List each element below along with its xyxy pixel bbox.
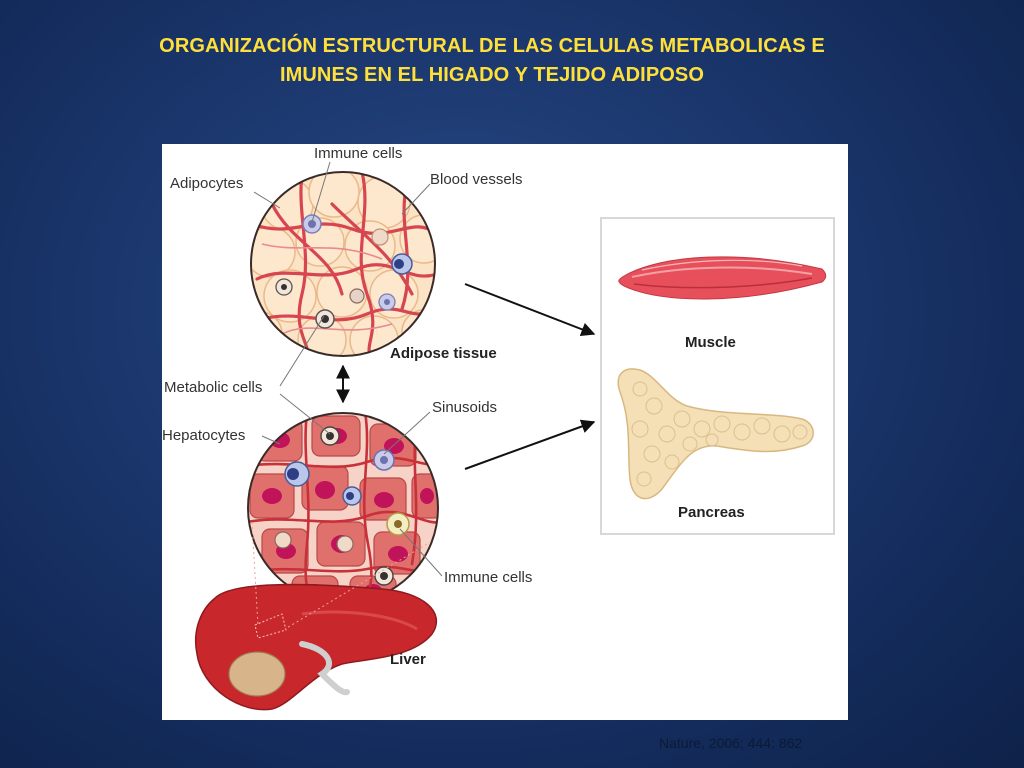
arrow-to-muscle [464,283,596,336]
immune-cells-liver [274,426,410,586]
adipose-tissue-magnified-view [250,171,436,357]
slide-title: ORGANIZACIÓN ESTRUCTURAL DE LAS CELULAS … [100,32,884,90]
muscle-illustration [618,256,827,300]
immune-cells-adipose [275,214,413,329]
diagram-canvas: Immune cells Adipocytes Blood vessels Ad… [162,145,835,711]
label-immune-cells-bottom: Immune cells [444,569,532,586]
label-adipocytes: Adipocytes [170,175,243,192]
title-line-1: ORGANIZACIÓN ESTRUCTURAL DE LAS CELULAS … [159,35,825,57]
arrow-to-pancreas [464,419,596,470]
label-adipose-tissue: Adipose tissue [390,345,497,362]
label-pancreas: Pancreas [678,504,745,521]
pancreas-illustration [617,368,814,500]
liver-tissue-magnified-view [247,412,439,604]
label-sinusoids: Sinusoids [432,399,497,416]
figure-panel: Immune cells Adipocytes Blood vessels Ad… [162,144,848,720]
title-line-2: IMUNES EN EL HIGADO Y TEJIDO ADIPOSO [279,64,705,86]
label-leader-lines [253,161,443,577]
label-muscle: Muscle [685,334,736,351]
label-hepatocytes: Hepatocytes [162,427,245,444]
label-liver: Liver [390,651,426,668]
label-blood-vessels: Blood vessels [430,171,523,188]
liver-organ-illustration [195,583,438,711]
label-immune-cells-top: Immune cells [314,145,402,162]
label-metabolic-cells: Metabolic cells [164,379,262,396]
zoom-guide-lines [251,521,428,630]
citation: Nature, 2006; 444: 862 [659,735,803,751]
